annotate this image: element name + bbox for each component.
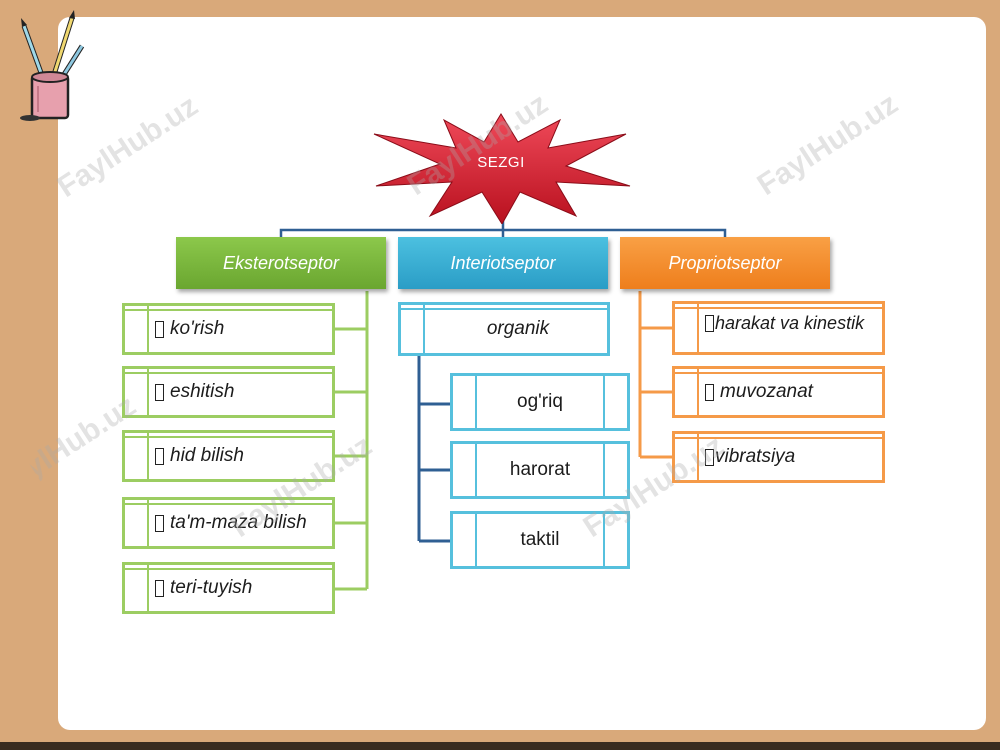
item-bar: [475, 373, 477, 431]
bullet-box-icon: [155, 579, 164, 597]
item-text: vibratsiya: [715, 446, 796, 467]
item-rule: [125, 436, 332, 438]
list-item: ko'rish: [122, 303, 335, 355]
item-rule: [675, 372, 882, 374]
sezgi-starburst: [373, 113, 631, 224]
item-bar: [147, 497, 149, 549]
bottom-bar: [0, 742, 1000, 750]
list-item: muvozanat: [672, 366, 885, 418]
item-text: harakat va kinestik: [715, 313, 865, 333]
item-text: taktil: [520, 529, 560, 550]
item-text: ko'rish: [170, 318, 225, 339]
category-interiotseptor: Interiotseptor: [398, 237, 608, 289]
item-bar: [697, 366, 699, 418]
list-item: harorat: [450, 441, 630, 499]
bullet-box-icon: [155, 447, 164, 465]
bullet-box-icon: [705, 383, 714, 401]
item-text: teri-tuyish: [170, 577, 253, 598]
item-bar: [697, 431, 699, 483]
list-item: harakat va kinestik: [672, 301, 885, 355]
item-rule: [125, 309, 332, 311]
item-bar: [603, 511, 605, 569]
item-text: muvozanat: [720, 381, 813, 402]
item-bar: [147, 303, 149, 355]
item-bar: [423, 302, 425, 356]
bullet-box-icon: [705, 448, 714, 466]
item-bar: [147, 366, 149, 418]
item-bar: [147, 430, 149, 482]
bullet-box-icon: [155, 383, 164, 401]
category-propriotseptor: Propriotseptor: [620, 237, 830, 289]
list-item: ta'm-maza bilish: [122, 497, 335, 549]
list-item: og'riq: [450, 373, 630, 431]
item-text: ta'm-maza bilish: [170, 512, 307, 533]
item-bar: [147, 562, 149, 614]
bullet-box-icon: [155, 320, 164, 338]
category-interiotseptor-label: Interiotseptor: [450, 252, 556, 273]
item-rule: [125, 372, 332, 374]
list-item: eshitish: [122, 366, 335, 418]
bullet-box-icon: [155, 514, 164, 532]
item-rule: [125, 503, 332, 505]
list-item-organik: organik: [398, 302, 610, 356]
item-text: og'riq: [517, 391, 563, 412]
item-rule: [125, 568, 332, 570]
item-text: hid bilish: [170, 445, 244, 466]
item-rule: [401, 308, 607, 310]
list-item: teri-tuyish: [122, 562, 335, 614]
item-text: harorat: [509, 459, 571, 480]
pencil-cup-icon: [20, 10, 85, 121]
item-bar: [475, 511, 477, 569]
list-item: vibratsiya: [672, 431, 885, 483]
item-bar: [603, 441, 605, 499]
category-propriotseptor-label: Propriotseptor: [668, 252, 782, 273]
category-eksterotseptor-label: Eksterotseptor: [222, 252, 340, 273]
item-rule: [675, 307, 882, 309]
item-rule: [675, 437, 882, 439]
root-label: SEZGI: [477, 154, 525, 171]
item-text: eshitish: [170, 381, 235, 402]
item-bar: [475, 441, 477, 499]
item-bar: [697, 301, 699, 355]
item-text: organik: [486, 318, 550, 339]
list-item: hid bilish: [122, 430, 335, 482]
category-eksterotseptor: Eksterotseptor: [176, 237, 386, 289]
list-item: taktil: [450, 511, 630, 569]
item-bar: [603, 373, 605, 431]
bullet-box-icon: [705, 315, 714, 332]
